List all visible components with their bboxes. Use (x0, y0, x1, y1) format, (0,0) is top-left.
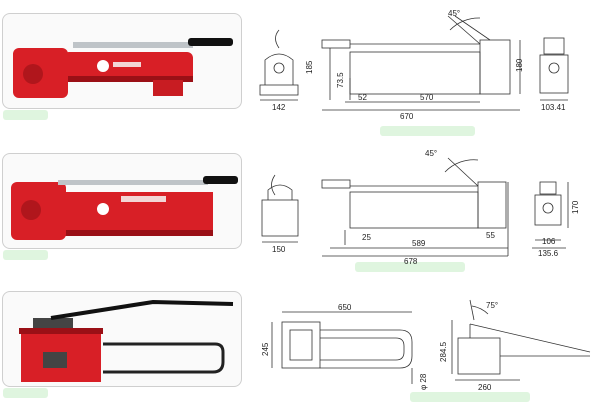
r3-dia: φ 28 (419, 373, 428, 390)
photo-pump-2 (2, 153, 242, 249)
r2-dim-55: 55 (486, 231, 495, 240)
r3-length: 650 (338, 303, 352, 312)
row3-side-view (451, 299, 591, 381)
r1-height-73: 73.5 (336, 72, 345, 88)
pump-1-illustration (13, 38, 233, 98)
r2-end-inner: 106 (542, 237, 556, 246)
r1-dim-52: 52 (358, 93, 367, 102)
r2-end-height: 170 (571, 200, 580, 214)
r3-angle: 75° (486, 301, 499, 310)
row1-end-view (539, 37, 569, 101)
label-strip (3, 110, 48, 120)
label-strip (355, 262, 465, 272)
pump-3-illustration (19, 299, 234, 382)
r1-dim-180: 180 (515, 58, 524, 72)
r3-height: 245 (261, 342, 270, 356)
row1-front-view (259, 29, 299, 101)
row3-top-view (271, 311, 413, 384)
r1-end-width: 103.41 (541, 103, 566, 112)
r2-dim-25: 25 (362, 233, 371, 242)
r1-front-width: 142 (272, 103, 286, 112)
r2-front-width: 150 (272, 245, 286, 254)
r1-front-height: 185 (305, 60, 314, 74)
r2-angle: 45° (425, 149, 438, 158)
label-strip (410, 392, 530, 402)
r2-dim-678: 678 (404, 257, 418, 266)
r3-base: 260 (478, 383, 492, 392)
r2-end-outer: 135.6 (538, 249, 559, 258)
label-strip (3, 388, 48, 398)
row2-end-view (532, 181, 569, 249)
r2-dim-589: 589 (412, 239, 426, 248)
row2-side-view (321, 157, 509, 257)
label-strip (380, 126, 475, 136)
photo-pump-3 (2, 291, 242, 387)
photo-pump-1 (2, 13, 242, 109)
row2-front-view (261, 174, 299, 243)
row1-side-view (321, 15, 521, 111)
r1-dim-670: 670 (400, 112, 414, 121)
pump-2-illustration (11, 176, 238, 240)
label-strip (3, 250, 48, 260)
r3-side-height: 284.5 (439, 341, 448, 362)
r1-angle: 45° (448, 9, 461, 18)
r1-dim-570: 570 (420, 93, 434, 102)
